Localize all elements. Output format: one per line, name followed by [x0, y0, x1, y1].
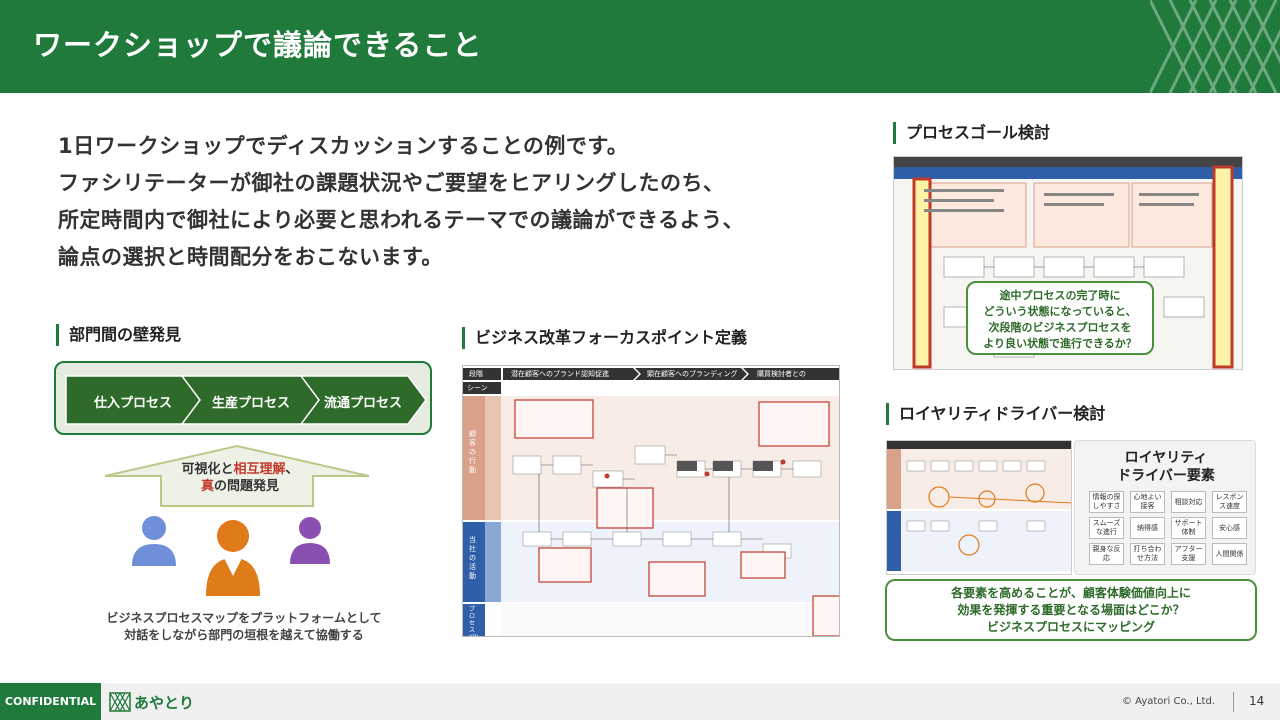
- loyalty-element: レスポンス速度: [1212, 491, 1247, 513]
- map-stage-2: 顕在顧客へのブランディング: [647, 370, 738, 378]
- up-arrow-icon: [104, 444, 370, 507]
- bubble-line: ビジネスプロセスにマッピング: [986, 620, 1155, 634]
- section-title-focus: ビジネス改革フォーカスポイント定義: [462, 327, 747, 349]
- person-purple-icon: [290, 517, 330, 564]
- lattice-pattern-icon: [1150, 0, 1280, 93]
- map-row-scene: シーン: [467, 384, 488, 392]
- loyalty-element: 情報の探しやすさ: [1089, 491, 1124, 513]
- intro-text: 1日ワークショップでディスカッションすることの例です。 ファシリテーターが御社の…: [58, 128, 838, 276]
- loyalty-element: 相談対応: [1171, 491, 1206, 513]
- goal-question-bubble: 途中プロセスの完了時に どういう状態になっていると、 次段階のビジネスプロセスを…: [966, 281, 1154, 355]
- person-blue-icon: [132, 516, 176, 566]
- loyalty-element: 納得感: [1130, 517, 1165, 539]
- person-orange-icon: [206, 520, 260, 596]
- section-title-loyalty: ロイヤリティドライバー検討: [886, 403, 1105, 425]
- loyalty-driver-panel: ロイヤリティ ドライバー要素 情報の探しやすさ 心地よい接客 相談対応 レスポン…: [1074, 440, 1256, 575]
- arrow-line-2: 真の問題発見: [200, 479, 280, 494]
- bubble-line: 途中プロセスの完了時に: [999, 289, 1121, 302]
- loyalty-process-map: [886, 440, 1072, 575]
- footer-bar: [0, 683, 1280, 720]
- bubble-line: どういう状態になっていると、: [983, 305, 1137, 318]
- section-title-goal: プロセスゴール検討: [893, 122, 1050, 144]
- goal-map-graphic: [894, 157, 1242, 369]
- page-number: 14: [1249, 694, 1265, 708]
- process-production: 生産プロセス: [212, 396, 291, 411]
- loyalty-element: 人間関係: [1212, 543, 1247, 565]
- loyalty-element: 打ち合わせ方法: [1130, 543, 1165, 565]
- map-row-stage: 段階: [469, 370, 483, 378]
- section-title-wall: 部門間の壁発見: [56, 324, 181, 346]
- confidential-label: CONFIDENTIAL: [0, 683, 101, 720]
- arrow-message: 可視化と相互理解、 真の問題発見: [140, 461, 340, 495]
- loyalty-element: スムーズな進行: [1089, 517, 1124, 539]
- page-title: ワークショップで議論できること: [33, 28, 483, 62]
- loyalty-element: 心地よい接客: [1130, 491, 1165, 513]
- intro-line: ファシリテーターが御社の課題状況やご要望をヒアリングしたのち、: [58, 171, 725, 195]
- panel-title-line: ロイヤリティ: [1124, 450, 1208, 466]
- intro-line: 1日ワークショップでディスカッションすることの例です。: [58, 134, 629, 158]
- process-purchase: 仕入プロセス: [94, 396, 173, 411]
- bubble-line: 効果を発揮する重要となる場面はどこか？: [957, 603, 1185, 617]
- logo-lattice-icon: [109, 692, 131, 712]
- company-logo: あやとり: [109, 691, 194, 713]
- bubble-line: 各要素を高めることが、顧客体験価値向上に: [951, 586, 1191, 600]
- loyalty-element: アフター支援: [1171, 543, 1206, 565]
- process-flow: 仕入プロセス 生産プロセス 流通プロセス: [54, 361, 432, 435]
- wall-caption: ビジネスプロセスマップをプラットフォームとして 対話をしながら部門の垣根を越えて…: [56, 610, 432, 644]
- process-map-graphic: [463, 366, 839, 636]
- map-lane-kpi: プロセスKPI: [469, 606, 478, 636]
- map-stage-1: 潜在顧客へのブランド認知促進: [511, 370, 609, 378]
- map-lane-customer: 顧客の行動: [469, 430, 476, 474]
- map-stage-3: 購買検討者との: [757, 370, 806, 378]
- logo-text: あやとり: [134, 693, 195, 712]
- panel-title-line: ドライバー要素: [1117, 468, 1215, 484]
- process-distribution: 流通プロセス: [324, 396, 403, 411]
- loyalty-elements-grid: 情報の探しやすさ 心地よい接客 相談対応 レスポンス速度 スムーズな進行 納得感…: [1089, 491, 1249, 565]
- loyalty-map-graphic: [887, 441, 1071, 571]
- bubble-line: 次段階のビジネスプロセスを: [988, 321, 1132, 334]
- business-process-map: 段階 シーン 潜在顧客へのブランド認知促進 顕在顧客へのブランディング 購買検討…: [462, 365, 840, 637]
- loyalty-element: 親身な反応: [1089, 543, 1124, 565]
- arrow-line-1: 可視化と相互理解、: [181, 462, 299, 477]
- map-lane-company: 当社の活動: [469, 536, 476, 580]
- loyalty-question-bubble: 各要素を高めることが、顧客体験価値向上に 効果を発揮する重要となる場面はどこか？…: [885, 579, 1257, 641]
- caption-line: ビジネスプロセスマップをプラットフォームとして: [106, 611, 382, 625]
- people-illustration: [132, 516, 330, 596]
- footer-divider: [1233, 692, 1234, 712]
- loyalty-element: サポート体制: [1171, 517, 1206, 539]
- loyalty-element: 安心感: [1212, 517, 1247, 539]
- intro-line: 所定時間内で御社により必要と思われるテーマでの議論ができるよう、: [58, 208, 745, 232]
- intro-line: 論点の選択と時間配分をおこないます。: [58, 245, 443, 269]
- process-chevrons: [65, 375, 427, 425]
- caption-line: 対話をしながら部門の垣根を越えて協働する: [124, 628, 364, 642]
- header-bar: ワークショップで議論できること: [0, 0, 1280, 93]
- loyalty-panel-title: ロイヤリティ ドライバー要素: [1075, 449, 1257, 485]
- bubble-line: より良い状態で進行できるか？: [983, 337, 1137, 350]
- copyright: © Ayatori Co., Ltd.: [1122, 696, 1215, 707]
